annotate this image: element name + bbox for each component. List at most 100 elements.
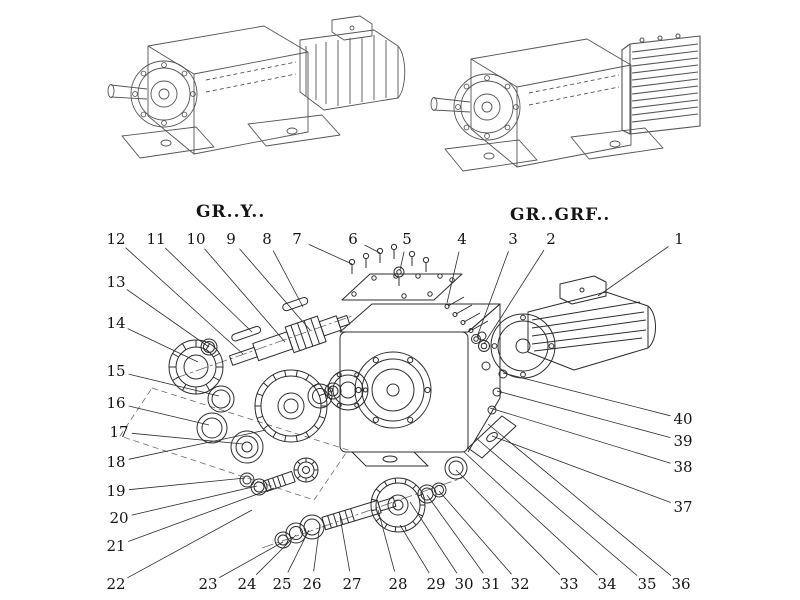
leader-line-26 [313,523,321,572]
callout-38: 38 [673,458,692,476]
leader-line-3 [476,251,509,338]
leader-line-2 [483,249,545,345]
leader-line-7 [308,244,353,265]
callout-30: 30 [454,575,473,593]
callout-17: 17 [109,423,128,441]
leader-line-12 [125,247,244,355]
leader-line-38 [489,407,671,464]
callout-39: 39 [673,432,692,450]
leader-line-29 [399,524,430,574]
callout-25: 25 [272,575,291,593]
callout-19: 19 [106,482,125,500]
leader-line-18 [128,429,267,460]
leader-line-11 [165,247,253,333]
callout-14: 14 [106,314,125,332]
leader-line-22 [127,509,253,579]
exploded-view [119,243,656,549]
leader-line-30 [409,501,458,574]
callout-24: 24 [237,575,256,593]
callout-8: 8 [262,230,272,248]
leader-line-34 [463,451,598,576]
callout-34: 34 [597,575,616,593]
leader-lines [125,244,672,579]
callout-23: 23 [198,575,217,593]
callout-3: 3 [508,230,518,248]
callout-5: 5 [402,230,412,248]
callout-22: 22 [106,575,125,593]
leader-line-17 [131,432,244,445]
leader-line-31 [426,494,484,574]
callout-33: 33 [559,575,578,593]
output-shaft-assembly [274,456,468,549]
callout-21: 21 [106,537,125,555]
variant-label-left: GR..Y.. [196,202,266,222]
leader-line-35 [475,437,638,576]
leader-line-20 [131,485,258,516]
cover-bolts [348,243,430,286]
callout-2: 2 [546,230,556,248]
leader-line-5 [399,251,405,271]
gearmotor-variant-left-illustration [107,15,406,159]
input-shaft-assembly [228,297,351,366]
large-gear [254,369,369,443]
callout-31: 31 [481,575,500,593]
leader-line-1 [597,246,669,297]
variant-label-right: GR..GRF.. [510,205,611,225]
phantom-lines [119,315,463,549]
fin-block [621,33,701,135]
leader-line-40 [502,372,671,417]
leader-line-25 [287,529,310,573]
leader-line-6 [364,244,381,254]
callout-36: 36 [671,575,690,593]
leader-line-28 [377,509,395,572]
leader-line-8 [272,250,304,308]
leader-line-16 [128,405,210,426]
callout-35: 35 [637,575,656,593]
leader-line-10 [204,248,286,343]
callout-13: 13 [106,273,125,291]
callout-37: 37 [673,498,692,516]
leader-line-15 [128,373,220,397]
callout-32: 32 [510,575,529,593]
callout-15: 15 [106,362,125,380]
gearmotor-variant-right-illustration [430,33,701,172]
callout-18: 18 [106,453,125,471]
callout-12: 12 [106,230,125,248]
leader-line-9 [239,248,311,331]
callout-40: 40 [673,410,692,428]
leader-line-32 [438,490,512,575]
callout-20: 20 [109,509,128,527]
intermediate-pinion-cluster [239,457,319,496]
motor-mount-fasteners [444,296,508,415]
leader-line-27 [339,516,351,572]
callout-26: 26 [302,575,321,593]
leader-line-21 [128,487,275,542]
callout-29: 29 [426,575,445,593]
callout-7: 7 [292,230,302,248]
callout-6: 6 [348,230,358,248]
leader-line-33 [455,469,561,576]
housing-cover [341,273,463,301]
seals-and-bearings [168,338,264,464]
callout-16: 16 [106,394,125,412]
leader-line-39 [496,390,671,438]
leader-line-14 [127,328,199,363]
callout-28: 28 [388,575,407,593]
callout-4: 4 [457,230,467,248]
leader-line-23 [219,541,284,578]
motor [490,275,656,379]
leader-line-4 [446,251,460,304]
callout-10: 10 [186,230,205,248]
callout-11: 11 [146,230,165,248]
callout-9: 9 [226,230,236,248]
leader-line-13 [126,289,210,348]
leader-line-36 [487,423,672,577]
leader-line-24 [255,534,297,576]
leader-line-37 [491,435,671,503]
callout-1: 1 [674,230,684,248]
leader-line-19 [128,477,246,491]
callout-27: 27 [342,575,361,593]
